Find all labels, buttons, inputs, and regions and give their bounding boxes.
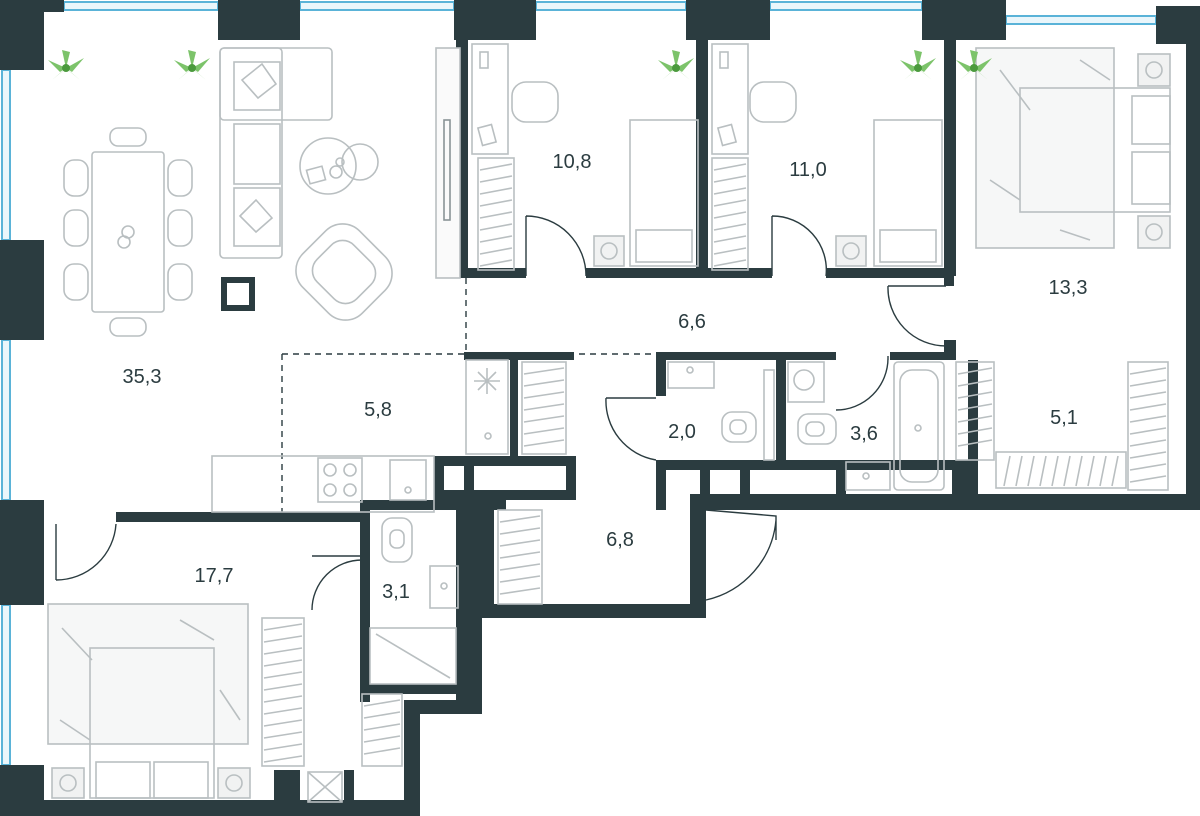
room-area-bedroom-main: 17,7 bbox=[195, 565, 234, 587]
desk-icon bbox=[471, 43, 509, 155]
plants bbox=[48, 50, 992, 80]
bedroom-a-furniture bbox=[471, 43, 699, 267]
door-swing-icon bbox=[887, 285, 947, 347]
room-area-entrance: 6,8 bbox=[606, 529, 634, 551]
door-swing-icon bbox=[771, 215, 828, 277]
room-area-master-bedroom: 13,3 bbox=[1049, 277, 1088, 299]
door-swing-icon bbox=[835, 356, 889, 411]
door-swing-icon bbox=[525, 215, 587, 277]
doors bbox=[55, 215, 947, 611]
master-bedroom-furniture bbox=[975, 47, 1171, 249]
coffee-table bbox=[299, 137, 379, 195]
room-area-wc-small: 2,0 bbox=[668, 421, 696, 443]
wardrobe-icon bbox=[261, 157, 1169, 767]
plant-icon bbox=[48, 50, 84, 80]
room-area-wardrobe: 5,1 bbox=[1050, 407, 1078, 429]
bathtub-icon bbox=[893, 361, 945, 491]
room-area-bedroom-a: 10,8 bbox=[553, 151, 592, 173]
armchair-icon bbox=[295, 223, 393, 321]
door-swing-icon bbox=[605, 397, 657, 461]
room-area-kitchen: 5,8 bbox=[364, 399, 392, 421]
door-swing-icon bbox=[55, 523, 117, 581]
sofa-icon bbox=[219, 47, 333, 259]
bed-icon bbox=[629, 119, 699, 267]
room-area-bathroom: 3,6 bbox=[850, 423, 878, 445]
room-area-bedroom-b: 11,0 bbox=[789, 159, 826, 181]
door-swing-icon bbox=[311, 555, 363, 611]
toilet-icon bbox=[797, 413, 837, 445]
plant-icon bbox=[658, 50, 694, 80]
boiler-icon bbox=[787, 361, 825, 403]
bed-icon bbox=[47, 603, 249, 745]
zone-lines bbox=[281, 278, 656, 512]
table-icon bbox=[91, 151, 165, 313]
room-labels: 35,3 10,8 11,0 13,3 6,6 5,8 2,0 3,6 5,1 … bbox=[123, 151, 1088, 603]
sink-icon bbox=[845, 461, 891, 491]
sink-icon bbox=[429, 565, 459, 609]
tv-icon bbox=[443, 119, 451, 221]
kitchen-counter bbox=[211, 359, 509, 513]
room-area-hallway: 6,6 bbox=[678, 311, 706, 333]
column bbox=[221, 277, 255, 311]
dining-table bbox=[63, 127, 193, 337]
room-area-living: 35,3 bbox=[123, 366, 162, 388]
wc-small-fixtures bbox=[667, 361, 775, 461]
door-swing-icon bbox=[705, 509, 777, 601]
shower-icon bbox=[369, 627, 457, 685]
sink-icon bbox=[667, 361, 715, 389]
tv-cabinet bbox=[435, 47, 461, 279]
toilet-icon bbox=[381, 517, 413, 563]
bed-icon bbox=[975, 47, 1115, 249]
toilet-icon bbox=[721, 411, 757, 443]
room-area-bathroom-en-suite: 3,1 bbox=[382, 581, 410, 603]
interior-walls bbox=[116, 40, 978, 806]
bathroom-fixtures bbox=[787, 361, 945, 491]
bedroom-b-furniture bbox=[711, 43, 943, 267]
sink-icon bbox=[389, 459, 427, 501]
bathroom-en-suite-fixtures bbox=[369, 517, 459, 685]
bedroom-main-furniture bbox=[47, 603, 343, 803]
plant-icon bbox=[174, 50, 210, 80]
desk-icon bbox=[711, 43, 749, 155]
plant-icon bbox=[900, 50, 936, 80]
stove-icon bbox=[317, 457, 363, 503]
bed-icon bbox=[873, 119, 943, 267]
plant-icon bbox=[956, 50, 992, 80]
